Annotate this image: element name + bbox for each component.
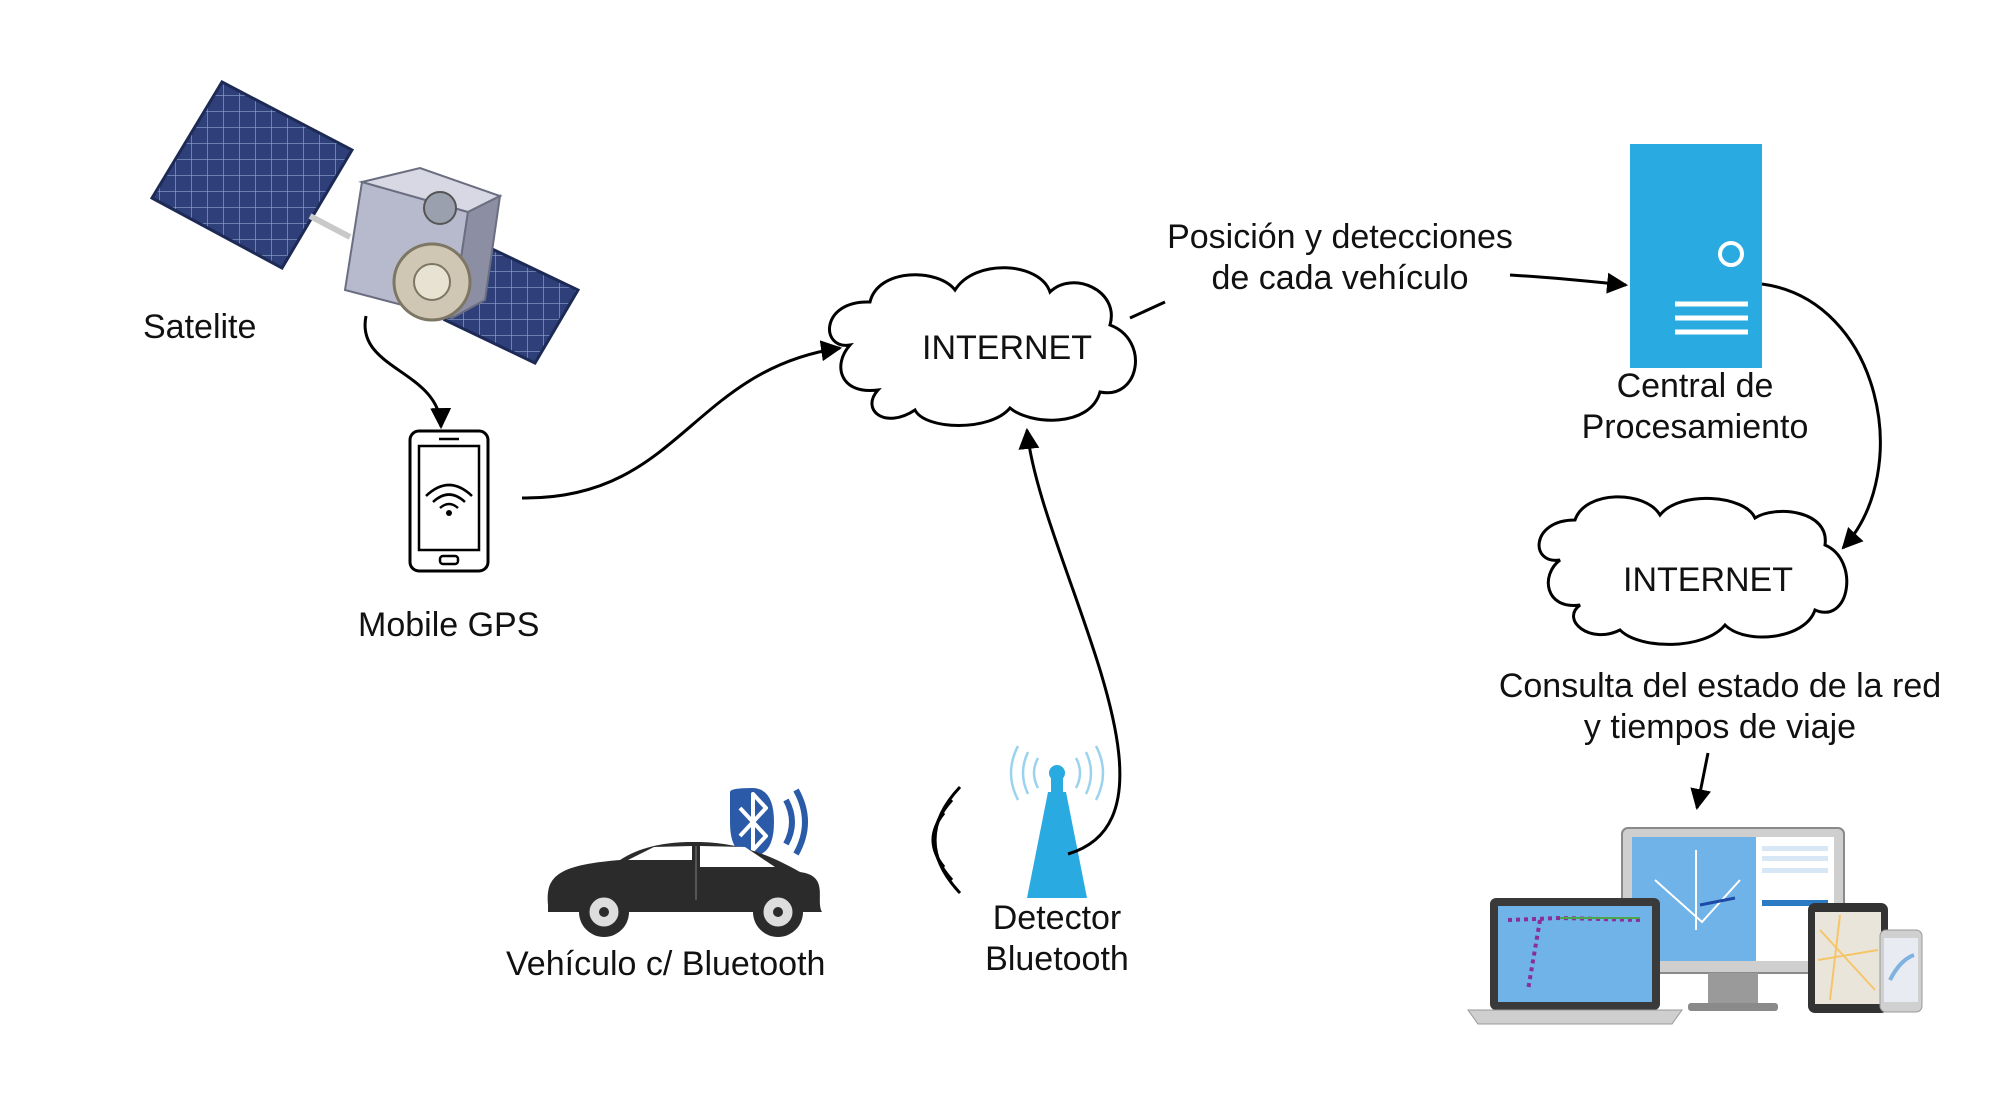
central-label-line2: Procesamiento (1581, 408, 1809, 446)
internet-label: INTERNET (1623, 561, 1793, 599)
detector-label-line1: Detector (992, 899, 1122, 937)
arrow-satellite-to-phone (363, 315, 452, 430)
central-label: Central de Procesamiento (1561, 366, 1829, 448)
arrows (363, 272, 1882, 856)
central-label-line1: Central de (1616, 367, 1774, 405)
detector-label: Detector Bluetooth (962, 898, 1152, 980)
car-icon (547, 841, 822, 937)
cloud-icon (828, 266, 1137, 427)
satellite-icon (149, 80, 581, 365)
query-label: Consulta del estado de la red y tiempos … (1485, 666, 1955, 748)
satellite-label: Satelite (143, 308, 257, 346)
arrow-detector-to-internet (1018, 427, 1122, 856)
cloud-icon (1537, 495, 1849, 646)
position-label-line1: Posición y detecciones (1167, 218, 1513, 256)
mobile-gps-label: Mobile GPS (358, 606, 540, 644)
arrow-query-to-devices (1690, 752, 1712, 811)
internet-label: INTERNET (922, 329, 1092, 367)
server-icon (1630, 144, 1762, 368)
devices-icon (1467, 827, 1923, 1025)
antenna-icon (1009, 745, 1105, 898)
arrow-phone-to-internet (521, 340, 843, 500)
detector-label-line2: Bluetooth (985, 940, 1129, 978)
position-label-line2: de cada vehículo (1211, 259, 1469, 297)
signal-waves-icon (931, 785, 962, 895)
vehicle-label: Vehículo c/ Bluetooth (506, 945, 826, 983)
bluetooth-icon (730, 788, 808, 856)
smartphone-icon (408, 429, 490, 573)
position-label: Posición y detecciones de cada vehículo (1140, 217, 1540, 299)
query-label-line2: y tiempos de viaje (1583, 708, 1857, 746)
arrow-server-to-internet (1761, 282, 1882, 550)
connector-internet-to-label (1129, 300, 1166, 320)
arrow-label-to-server (1509, 272, 1629, 294)
query-label-line1: Consulta del estado de la red (1498, 667, 1942, 705)
